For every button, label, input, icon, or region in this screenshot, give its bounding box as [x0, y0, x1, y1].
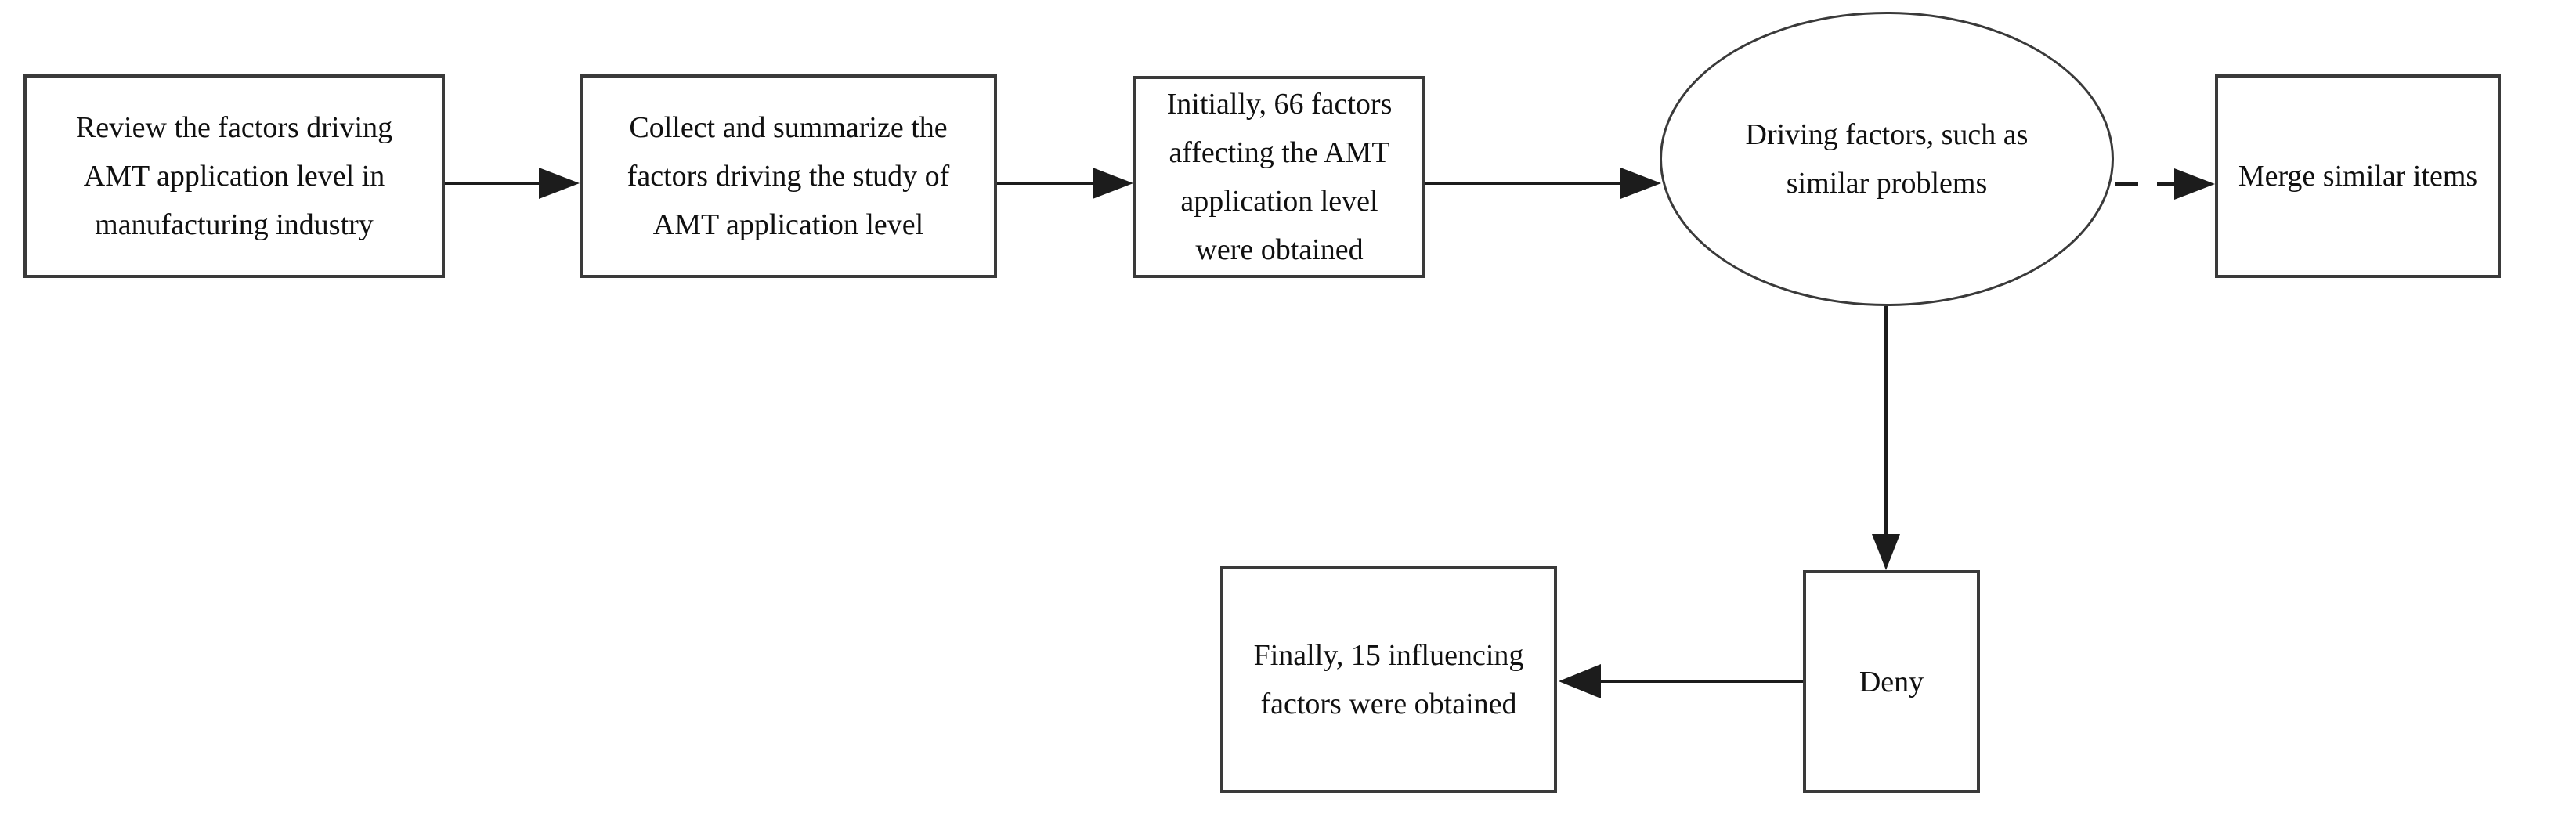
- text-line: similar problems: [1786, 167, 1988, 200]
- node-merge: Merge similar items: [2215, 74, 2501, 278]
- node-collect: Collect and summarize the factors drivin…: [580, 74, 997, 278]
- text-line: Merge similar items: [2238, 160, 2478, 193]
- node-driving-factors: Driving factors, such as similar problem…: [1660, 12, 2114, 306]
- edge-collect-to-initially: [997, 168, 1133, 199]
- edge-deny-to-finally: [1559, 664, 1803, 698]
- edge-initially-to-driving: [1425, 168, 1661, 199]
- arrowhead-right-icon: [1093, 168, 1133, 199]
- text-line: factors were obtained: [1260, 688, 1517, 720]
- arrowhead-right-icon: [2174, 168, 2215, 200]
- text-line: AMT application level: [652, 208, 924, 241]
- arrowhead-left-icon: [1559, 664, 1601, 698]
- edge-driving-to-merge: [2115, 168, 2215, 200]
- text-line: application level: [1180, 185, 1378, 218]
- text-line: Finally, 15 influencing: [1253, 639, 1524, 672]
- arrowhead-right-icon: [539, 168, 580, 199]
- arrowhead-down-icon: [1872, 534, 1900, 570]
- text-line: affecting the AMT: [1169, 136, 1390, 169]
- node-initially: Initially, 66 factors affecting the AMT …: [1133, 76, 1425, 278]
- arrowhead-right-icon: [1620, 168, 1661, 199]
- node-finally: Finally, 15 influencing factors were obt…: [1220, 566, 1557, 793]
- edge-review-to-collect: [445, 168, 580, 199]
- node-deny: Deny: [1803, 570, 1980, 793]
- text-line: factors driving the study of: [627, 160, 950, 193]
- text-line: Collect and summarize the: [629, 111, 948, 144]
- node-review: Review the factors driving AMT applicati…: [23, 74, 445, 278]
- text-line: manufacturing industry: [95, 208, 374, 241]
- edge-driving-to-deny: [1872, 306, 1900, 570]
- text-line: Initially, 66 factors: [1166, 88, 1393, 121]
- text-line: Deny: [1859, 665, 1924, 698]
- text-line: AMT application level in: [83, 160, 385, 193]
- text-line: Review the factors driving: [75, 111, 393, 144]
- text-line: were obtained: [1195, 233, 1364, 266]
- text-line: Driving factors, such as: [1745, 118, 2029, 151]
